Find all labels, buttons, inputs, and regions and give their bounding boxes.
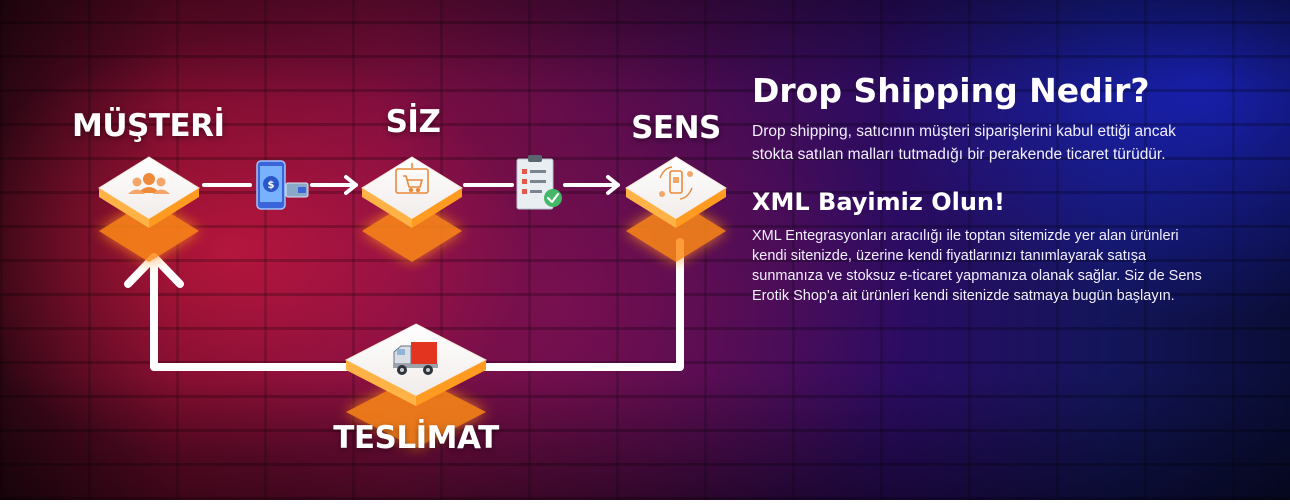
- node-label-siz: SİZ: [385, 104, 441, 140]
- delivery-truck-icon: [393, 342, 438, 375]
- node-teslimat: [344, 323, 488, 448]
- node-label-sens: SENS: [631, 110, 721, 146]
- section-subtitle: XML Bayimiz Olun!: [752, 188, 1005, 216]
- mobile-order-icon: [659, 166, 693, 200]
- body-paragraph: XML Entegrasyonları aracılığı ile toptan…: [752, 228, 1202, 304]
- flow-diagram-svg: $: [98, 155, 727, 448]
- node-siz: [361, 156, 463, 262]
- mobile-payment-icon: $: [256, 160, 309, 210]
- shopping-cart-icon: [395, 163, 429, 194]
- connector-arrows: [202, 175, 620, 195]
- node-label-musteri: MÜŞTERİ: [72, 108, 225, 144]
- checklist-icon: [516, 155, 562, 210]
- info-panel: Drop Shipping Nedir? Drop shipping, satı…: [752, 74, 1212, 306]
- node-sens: [625, 156, 727, 262]
- customer-group-icon: [128, 173, 170, 194]
- node-musteri: [98, 156, 200, 262]
- svg-text:$: $: [268, 180, 275, 191]
- drop-shipping-flow-diagram: $ MÜŞTERİ SİZ SENS TESLİMAT: [72, 104, 727, 456]
- intro-paragraph: Drop shipping, satıcının müşteri sipariş…: [752, 123, 1176, 163]
- page-title: Drop Shipping Nedir?: [752, 71, 1150, 110]
- node-label-teslimat: TESLİMAT: [333, 420, 499, 456]
